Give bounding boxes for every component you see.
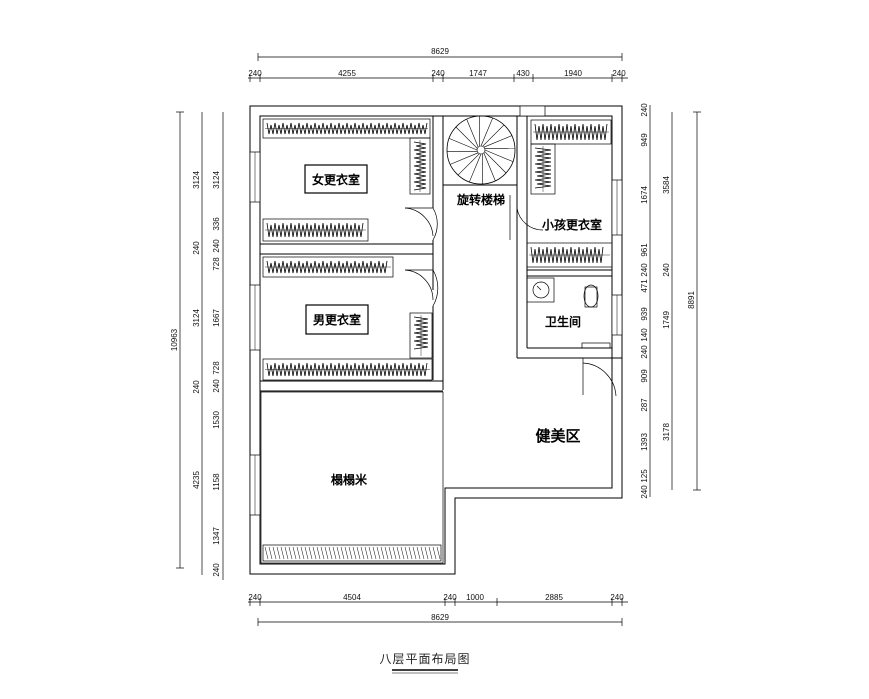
top-dim-6: 1940	[564, 69, 582, 78]
room-labels: 女更衣室 旋转楼梯 小孩更衣室 男更衣室 卫生间 榻榻米 健美区	[304, 164, 602, 487]
bottom-dim-1: 240	[248, 593, 262, 602]
left-inner-4: 728	[212, 257, 221, 271]
top-dim-5: 430	[516, 69, 530, 78]
womens-wardrobe	[262, 118, 431, 242]
right-inner-1: 240	[640, 103, 649, 117]
left-outer-4: 240	[192, 380, 201, 394]
left-inner-9: 1158	[212, 473, 221, 491]
right-outer-2: 240	[662, 263, 671, 277]
bottom-dim-2: 4504	[343, 593, 361, 602]
right-inner-14: 240	[640, 485, 649, 499]
room-label-mens-closet: 男更衣室	[313, 312, 361, 327]
room-label-tatami: 榻榻米	[330, 472, 368, 487]
doors	[404, 195, 617, 397]
top-dim-1: 240	[248, 69, 262, 78]
left-outer-1: 3124	[192, 171, 201, 189]
top-dim-4: 1747	[469, 69, 487, 78]
bottom-dim-4: 1000	[466, 593, 484, 602]
left-inner-8: 1530	[212, 411, 221, 429]
spiral-stair-symbol	[446, 115, 516, 185]
windows	[249, 105, 623, 516]
left-inner-11: 240	[212, 563, 221, 577]
right-outer-1: 3584	[662, 176, 671, 194]
left-outer-3: 3124	[192, 309, 201, 327]
bottom-dim-5: 2885	[545, 593, 563, 602]
right-inner-6: 471	[640, 279, 649, 293]
room-label-gym: 健美区	[535, 427, 580, 445]
right-dimension-lines: 8891 3584 240 3178 1749 240 949 1674 961…	[640, 103, 701, 499]
left-inner-10: 1347	[212, 527, 221, 545]
right-inner-2: 949	[640, 133, 649, 147]
right-inner-8: 140	[640, 328, 649, 342]
exterior-walls	[249, 105, 623, 575]
left-outer-2: 240	[192, 241, 201, 255]
bottom-dim-6: 240	[610, 593, 624, 602]
left-total-dimension: 10963	[170, 328, 179, 351]
top-dim-7: 240	[612, 69, 626, 78]
room-label-bathroom: 卫生间	[545, 314, 581, 329]
right-inner-3: 1674	[640, 186, 649, 204]
right-inner-11: 287	[640, 398, 649, 412]
left-inner-1: 3124	[212, 171, 221, 189]
left-inner-3: 240	[212, 239, 221, 253]
right-inner-5: 240	[640, 263, 649, 277]
room-label-kids-closet: 小孩更衣室	[542, 217, 602, 232]
right-inner-12: 1393	[640, 433, 649, 451]
right-mid-1: 1749	[662, 311, 671, 329]
left-inner-6: 240	[212, 379, 221, 393]
right-inner-4: 961	[640, 243, 649, 257]
left-outer-5: 4235	[192, 471, 201, 489]
right-inner-7: 939	[640, 307, 649, 321]
kids-wardrobe	[526, 119, 613, 268]
left-inner-7: 728	[212, 361, 221, 375]
top-dimension-lines: 8629 240 4255 240 1747 430 1940 240	[248, 47, 628, 82]
top-dim-2: 4255	[338, 69, 356, 78]
mens-wardrobe	[262, 256, 433, 381]
top-total-dimension: 8629	[431, 47, 449, 56]
tatami-platform	[260, 391, 444, 564]
room-label-womens-closet: 女更衣室	[312, 172, 360, 187]
right-inner-10: 909	[640, 369, 649, 383]
room-label-spiral-stair: 旋转楼梯	[456, 192, 505, 207]
right-inner-9: 240	[640, 345, 649, 359]
right-outer-3: 3178	[662, 423, 671, 441]
bottom-total-dimension: 8629	[431, 613, 449, 622]
left-dimension-lines: 10963 3124 240 3124 240 4235 3124 336 24…	[170, 111, 224, 580]
right-total-dimension: 8891	[687, 291, 696, 309]
bottom-dim-3: 240	[443, 593, 457, 602]
right-inner-13: 125	[640, 469, 649, 483]
left-inner-5: 1667	[212, 309, 221, 327]
bathroom-fixtures	[526, 277, 611, 349]
top-dim-3: 240	[431, 69, 445, 78]
bottom-dimension-lines: 240 4504 240 1000 2885 240 8629	[248, 593, 628, 626]
drawing-caption: 八层平面布局图	[379, 652, 470, 674]
left-inner-2: 336	[212, 217, 221, 231]
drawing-title: 八层平面布局图	[379, 652, 470, 666]
